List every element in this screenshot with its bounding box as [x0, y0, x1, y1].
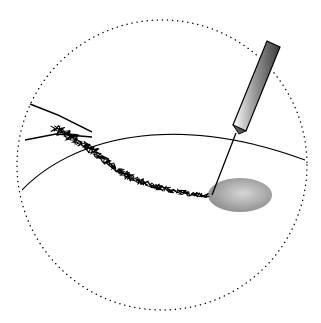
surface-curve	[22, 134, 305, 190]
catheter-tube	[25, 104, 92, 140]
strand-fibers	[51, 125, 209, 198]
gray-blob	[208, 178, 272, 212]
braided-strand	[51, 125, 209, 198]
